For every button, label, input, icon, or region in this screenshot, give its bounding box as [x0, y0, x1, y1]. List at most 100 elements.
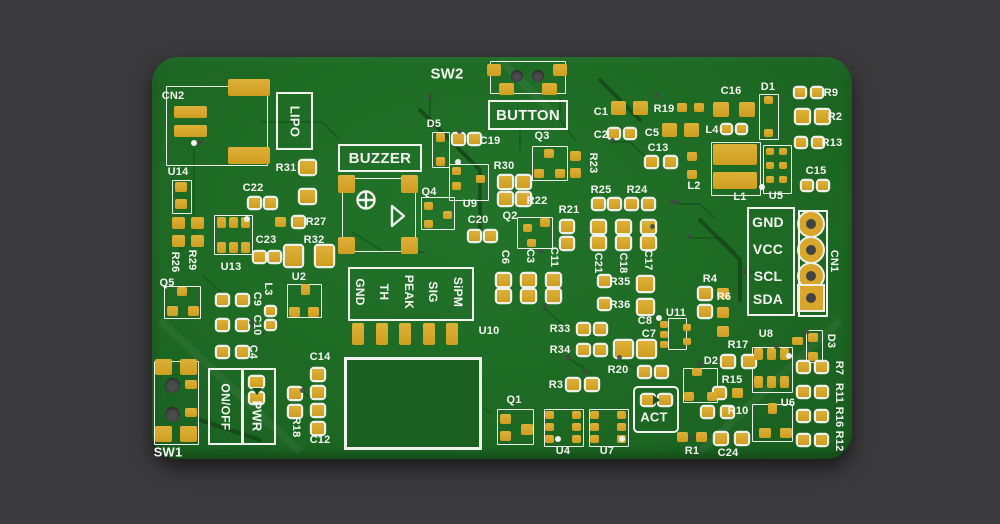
ref-label-cn2: CN2 — [161, 90, 185, 102]
ref-label-r24: R24 — [626, 184, 648, 196]
smd-pad — [637, 341, 655, 357]
smd-pad — [451, 182, 461, 190]
smd-pad — [185, 407, 197, 417]
smd-pad — [796, 137, 806, 147]
ref-label-r34: R34 — [549, 344, 571, 356]
smd-pad — [228, 216, 238, 228]
smd-pad — [312, 368, 324, 380]
smd-pad — [795, 87, 805, 97]
smd-pad — [713, 388, 725, 398]
ref-label-u9: U9 — [462, 198, 478, 210]
ref-label-c19: C19 — [479, 135, 501, 147]
ref-label-c15: C15 — [805, 165, 827, 177]
via-dot — [773, 343, 779, 349]
smd-pad — [400, 236, 418, 254]
via-dot — [197, 139, 203, 145]
ref-label-r3: R3 — [548, 379, 564, 391]
pwr-led-arrow — [252, 388, 262, 395]
smd-pad — [289, 387, 301, 399]
smd-pad — [555, 168, 565, 178]
smd-pad — [815, 109, 829, 123]
smd-pad — [694, 102, 704, 112]
smd-pad — [496, 274, 510, 286]
smd-pad — [736, 125, 746, 133]
smd-pad — [713, 171, 757, 189]
smd-pad — [236, 347, 248, 357]
smd-pad — [616, 411, 626, 419]
smd-pad — [544, 148, 554, 158]
smd-pad — [586, 378, 598, 390]
footprint-outline — [759, 94, 779, 140]
smd-pad — [166, 306, 178, 316]
smd-pad — [731, 388, 743, 398]
ref-label-c4: C4 — [247, 344, 259, 360]
smd-pad — [802, 180, 812, 190]
smd-pad — [171, 217, 185, 229]
smd-pad — [766, 161, 774, 169]
smd-pad — [249, 393, 263, 403]
smd-pad — [598, 299, 610, 309]
footprint-outline — [711, 142, 761, 196]
smd-pad — [791, 337, 803, 345]
smd-pad — [526, 239, 536, 247]
footprint-outline — [154, 361, 199, 445]
via-dot — [538, 248, 544, 254]
ref-label-sig: SIG — [426, 281, 440, 303]
buzzer-box: BUZZER — [338, 144, 422, 172]
smd-pad — [337, 175, 355, 193]
smd-pad — [289, 405, 301, 417]
smd-pad — [713, 101, 729, 117]
smd-pad — [248, 198, 260, 208]
drill-hole — [806, 293, 816, 303]
smd-pad — [236, 295, 248, 305]
smd-pad — [779, 175, 787, 183]
ref-label-c20: C20 — [467, 214, 489, 226]
smd-pad — [660, 330, 668, 338]
smd-pad — [498, 176, 512, 188]
smd-pad — [815, 435, 827, 445]
pin1-marker-dot — [455, 159, 461, 165]
smd-pad — [795, 109, 809, 123]
smd-pad — [423, 323, 435, 345]
smd-pad — [541, 83, 557, 95]
smd-pad — [661, 123, 677, 137]
smd-pad — [614, 341, 632, 357]
smd-pad — [589, 423, 599, 431]
ref-label-q5: Q5 — [159, 277, 175, 289]
ref-label-c17: C17 — [642, 249, 654, 271]
smd-pad — [484, 231, 496, 241]
pin1-marker-dot — [656, 315, 662, 321]
smd-pad — [577, 324, 589, 334]
smd-pad — [337, 236, 355, 254]
smd-pad — [687, 169, 697, 179]
smd-pad — [400, 175, 418, 193]
ref-label-r31: R31 — [275, 162, 297, 174]
via-dot — [541, 303, 547, 309]
smd-pad — [808, 351, 818, 361]
ref-label-gnd: GND — [353, 278, 367, 306]
smd-pad — [292, 217, 304, 227]
ref-label-r20: R20 — [607, 364, 629, 376]
ref-label-c1: C1 — [593, 106, 609, 118]
lipo-box-text: LIPO — [286, 105, 302, 137]
smd-pad — [521, 274, 535, 286]
ref-label-c5: C5 — [644, 127, 660, 139]
pin1-marker-dot — [555, 436, 561, 442]
smd-pad — [288, 307, 300, 317]
smd-pad — [684, 391, 694, 401]
smd-pad — [808, 332, 818, 342]
smd-pad — [664, 157, 676, 167]
smd-pad — [655, 367, 667, 377]
smd-pad — [687, 151, 697, 161]
smd-pad — [516, 193, 530, 205]
ref-label-r22: R22 — [526, 195, 548, 207]
smd-pad — [699, 305, 711, 317]
smd-pad — [642, 395, 654, 405]
smd-pad — [780, 428, 792, 438]
smd-pad — [544, 411, 554, 419]
smd-pad — [753, 376, 763, 388]
ref-label-c16: C16 — [720, 85, 742, 97]
act-led-arrow — [653, 395, 660, 405]
smd-pad — [315, 246, 333, 266]
via-dot — [673, 199, 679, 205]
